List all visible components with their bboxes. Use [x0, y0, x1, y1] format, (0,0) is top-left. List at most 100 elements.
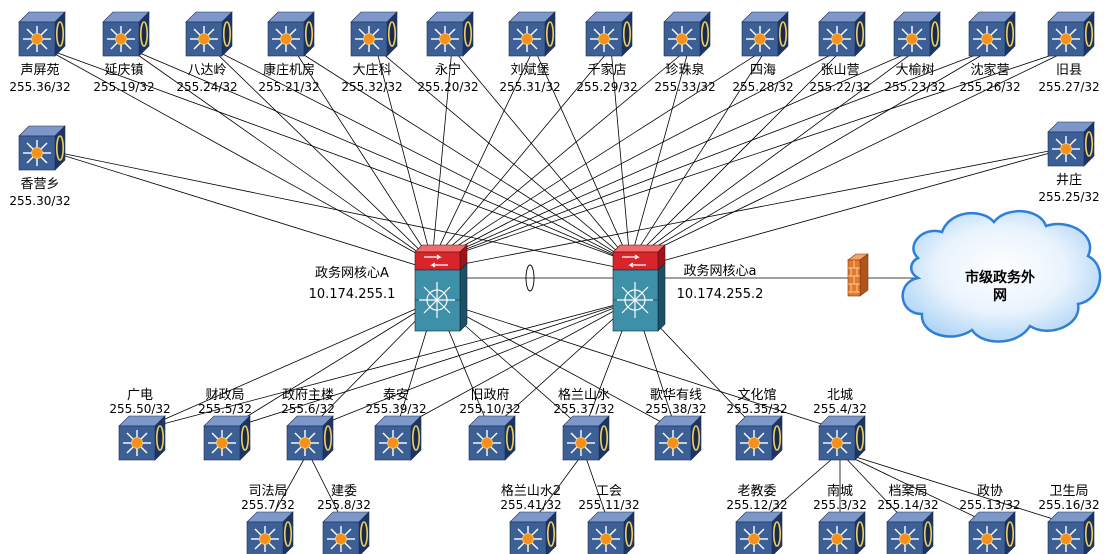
node-name: 政府主楼 — [282, 388, 334, 403]
node-ip: 255.23/32 — [884, 80, 945, 94]
top-link-a — [431, 47, 995, 263]
node-ip: 255.22/32 — [809, 80, 870, 94]
node-name: 老教委 — [737, 483, 776, 499]
core-switch-a-icon — [414, 244, 468, 332]
top_nodes-node[interactable]: 康庄机房 255.21/32 — [258, 11, 320, 94]
core-switch-a[interactable]: 政务网核心A 10.174.255.1 — [309, 244, 468, 332]
node-ip: 255.14/32 — [877, 498, 938, 512]
switch-icon — [654, 415, 702, 461]
node-name: 沈家营 — [970, 62, 1009, 78]
node-name: 永宁 — [435, 62, 461, 78]
switch-icon — [968, 11, 1016, 57]
node-ip: 255.25/32 — [1038, 190, 1099, 204]
node-ip: 255.29/32 — [576, 80, 637, 94]
node-ip: 255.32/32 — [341, 80, 402, 94]
top-link-a — [43, 47, 433, 263]
node-ip: 255.24/32 — [176, 80, 237, 94]
node-ip: 255.20/32 — [417, 80, 478, 94]
core-a-ip: 10.174.255.1 — [309, 287, 396, 302]
node-name: 康庄机房 — [263, 62, 315, 78]
node-ip: 255.38/32 — [645, 402, 706, 416]
top-link-b — [210, 47, 631, 263]
node-ip: 255.8/32 — [317, 498, 371, 512]
switch-icon — [322, 511, 370, 554]
links-layer — [43, 47, 1076, 525]
node-ip: 255.28/32 — [732, 80, 793, 94]
node-name: 千家店 — [587, 62, 626, 78]
node-ip: 255.21/32 — [258, 80, 319, 94]
switch-icon — [426, 11, 474, 57]
switch-icon — [246, 511, 294, 554]
node-ip: 255.5/32 — [198, 402, 252, 416]
side-link-a — [45, 149, 433, 271]
switch-icon — [886, 511, 934, 554]
node-ip: 255.37/32 — [553, 402, 614, 416]
node-name: 香营乡 — [20, 177, 59, 192]
node-ip: 255.19/32 — [93, 80, 154, 94]
node-ip: 255.13/32 — [959, 498, 1020, 512]
node-name: 政协 — [977, 484, 1003, 499]
top-link-b — [610, 47, 631, 263]
municipal-network-cloud[interactable]: 市级政务外 网 — [901, 209, 1102, 343]
bottom-link-a — [307, 299, 437, 431]
link-aggregation-mark — [525, 264, 535, 292]
node-ip: 255.12/32 — [726, 498, 787, 512]
node-ip: 255.30/32 — [9, 194, 70, 208]
node-ip: 255.31/32 — [499, 80, 560, 94]
switch-icon — [818, 415, 866, 461]
top_nodes-node[interactable]: 千家店 255.29/32 — [576, 11, 638, 94]
switch-icon — [18, 125, 66, 171]
firewall-icon[interactable] — [847, 253, 869, 297]
top-link-a — [431, 47, 690, 263]
node-ip: 255.10/32 — [459, 402, 520, 416]
switch-icon — [267, 11, 315, 57]
switch-icon — [508, 11, 556, 57]
node-ip: 255.50/32 — [109, 402, 170, 416]
bottom-link-a — [139, 299, 437, 431]
node-ip: 255.16/32 — [1038, 498, 1099, 512]
top-link-b — [451, 47, 631, 263]
core-switch-b[interactable]: 政务网核心a 10.174.255.2 — [612, 244, 763, 332]
node-name: 北城 — [827, 388, 853, 403]
switch-icon — [741, 11, 789, 57]
node-ip: 255.4/32 — [813, 402, 867, 416]
top-link-b — [375, 47, 631, 263]
side_nodes-node[interactable]: 香营乡 255.30/32 — [9, 125, 71, 208]
switch-icon — [18, 11, 66, 57]
node-ip: 255.11/32 — [578, 498, 639, 512]
top_nodes-node[interactable]: 永宁 255.20/32 — [417, 11, 479, 94]
switch-icon — [102, 11, 150, 57]
side-link-b — [629, 145, 1076, 271]
